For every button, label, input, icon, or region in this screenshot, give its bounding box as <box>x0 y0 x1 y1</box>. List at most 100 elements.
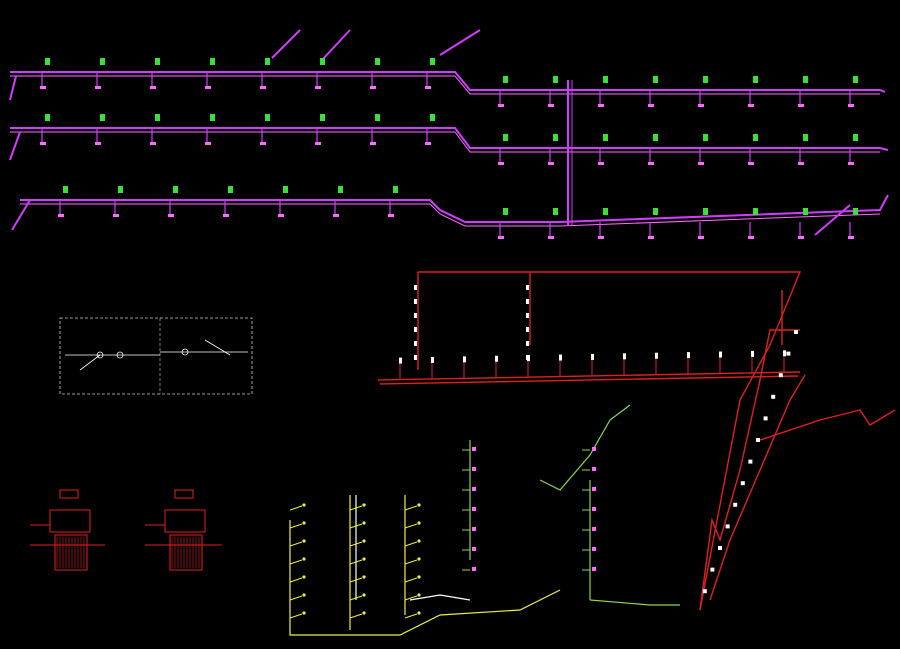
valve-symbol <box>748 162 754 165</box>
yellow-branch <box>289 577 303 583</box>
yellow-node <box>362 593 366 597</box>
tag-marker <box>45 58 50 65</box>
tag-marker <box>430 114 435 121</box>
valve-symbol <box>370 142 376 145</box>
tag-marker <box>45 114 50 121</box>
yellow-node <box>302 575 306 579</box>
pipe-row-1-return <box>10 75 880 95</box>
lime-marker <box>472 447 476 451</box>
red-drop-marker <box>623 353 626 360</box>
yellow-branch <box>349 595 363 601</box>
valve-symbol <box>40 142 46 145</box>
red-bottom-return <box>379 375 799 385</box>
valve-symbol <box>260 86 266 89</box>
yellow-branch <box>289 595 303 601</box>
tag-marker <box>210 58 215 65</box>
valve-symbol <box>95 142 101 145</box>
tag-marker <box>853 134 858 141</box>
tag-marker <box>853 76 858 83</box>
red-drop-marker <box>591 353 594 360</box>
yellow-node <box>417 611 421 615</box>
yellow-node <box>362 521 366 525</box>
tag-marker <box>503 76 508 83</box>
valve-symbol <box>315 86 321 89</box>
red-riser-marker <box>526 355 529 360</box>
tag-marker <box>653 208 658 215</box>
pipe-system-top <box>9 29 889 236</box>
tag-marker <box>703 134 708 141</box>
red-riser-marker <box>526 327 529 332</box>
valve-symbol <box>498 236 504 239</box>
yellow-node <box>362 557 366 561</box>
tag-marker <box>173 186 178 193</box>
tag-marker <box>703 208 708 215</box>
valve-symbol <box>548 162 554 165</box>
valve-symbol <box>698 236 704 239</box>
lime-marker <box>592 467 596 471</box>
lime-marker <box>592 487 596 491</box>
valve-symbol <box>150 86 156 89</box>
yellow-branch <box>404 559 418 565</box>
legend-detail-box <box>59 317 253 395</box>
valve-symbol <box>698 162 704 165</box>
pipe-diag-3 <box>439 29 481 56</box>
yellow-node <box>302 539 306 543</box>
yellow-node <box>302 557 306 561</box>
valve-symbol <box>598 162 604 165</box>
lime-marker <box>592 447 596 451</box>
valve-symbol <box>333 214 339 217</box>
yellow-branch <box>404 541 418 547</box>
valve-symbol <box>598 236 604 239</box>
pipe-diag-left-2 <box>9 75 17 101</box>
tag-marker <box>553 76 558 83</box>
lime-marker <box>592 567 596 571</box>
tag-marker <box>503 208 508 215</box>
red-riser-marker <box>414 299 417 304</box>
valve-symbol <box>168 214 174 217</box>
pipe-drops-top <box>40 58 858 239</box>
red-diag-marker <box>786 351 791 356</box>
valve-symbol <box>113 214 119 217</box>
valve-symbol <box>848 162 854 165</box>
valve-symbol <box>698 104 704 107</box>
valve-symbol <box>798 236 804 239</box>
valve-symbol <box>648 236 654 239</box>
yellow-node <box>417 521 421 525</box>
tag-marker <box>63 186 68 193</box>
yellow-node <box>302 593 306 597</box>
valve-symbol <box>370 86 376 89</box>
red-drop-marker <box>495 355 498 362</box>
yellow-branch <box>349 523 363 529</box>
red-drop-marker <box>463 356 466 363</box>
yellow-main <box>289 520 561 636</box>
lime-marker <box>592 547 596 551</box>
red-drop-marker <box>687 352 690 359</box>
tag-marker <box>265 58 270 65</box>
tag-marker <box>603 208 608 215</box>
valve-symbol <box>498 104 504 107</box>
equipment-details <box>30 489 222 571</box>
red-riser-marker <box>526 285 529 290</box>
yellow-branch <box>404 577 418 583</box>
yellow-node <box>417 593 421 597</box>
tag-marker <box>393 186 398 193</box>
red-right-branch <box>759 409 896 441</box>
red-diag-marker <box>702 589 707 594</box>
yellow-branch <box>289 613 303 619</box>
yellow-node <box>302 503 306 507</box>
pipe-diag-left-3 <box>11 199 31 231</box>
valve-symbol <box>278 214 284 217</box>
red-diag-marker <box>740 481 745 486</box>
lime-marker <box>592 507 596 511</box>
valve-symbol <box>648 162 654 165</box>
red-riser-marker <box>526 299 529 304</box>
yellow-branch <box>404 613 418 619</box>
valve-symbol <box>848 236 854 239</box>
tag-marker <box>118 186 123 193</box>
tag-marker <box>210 114 215 121</box>
valve-symbol <box>648 104 654 107</box>
pipe-row-2 <box>10 127 889 151</box>
valve-symbol <box>748 236 754 239</box>
